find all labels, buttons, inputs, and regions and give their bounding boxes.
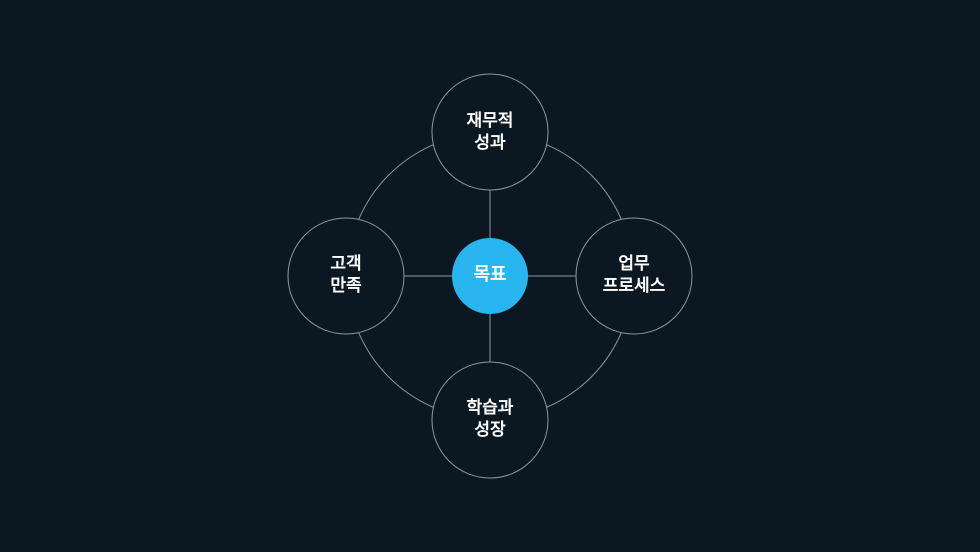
node-circle-right: [575, 217, 693, 335]
node-bottom-line2: 성장: [474, 420, 506, 440]
node-left-line2: 만족: [330, 276, 362, 296]
node-top-line1: 재무적: [466, 111, 514, 131]
node-label-top: 재무적 성과: [430, 110, 550, 154]
node-circle-top: [431, 73, 549, 191]
node-circle-bottom: [431, 361, 549, 479]
node-left-line1: 고객: [330, 254, 362, 274]
node-right-line2: 프로세스: [602, 276, 666, 296]
node-label-left: 고객 만족: [286, 253, 406, 297]
node-circle-left: [287, 217, 405, 335]
center-node-circle: [452, 238, 528, 314]
node-right-line1: 업무: [618, 254, 650, 274]
node-bottom-line1: 학습과: [466, 398, 514, 418]
node-label-right: 업무 프로세스: [574, 253, 694, 297]
node-label-bottom: 학습과 성장: [430, 397, 550, 441]
center-label-text: 목표: [473, 264, 507, 285]
center-node-label: 목표: [450, 260, 530, 290]
node-top-line2: 성과: [474, 133, 506, 153]
